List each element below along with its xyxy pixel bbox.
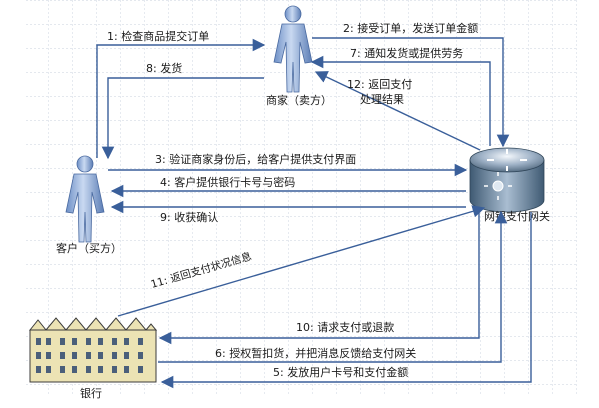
gateway-label: 网银支付网关 bbox=[484, 209, 550, 223]
edge-12-label: 12: 返回支付 bbox=[347, 78, 412, 91]
edge-2-label: 2: 接受订单，发送订单金额 bbox=[343, 21, 478, 35]
bank-label: 银行 bbox=[80, 386, 102, 400]
gateway-router-icon bbox=[469, 147, 545, 213]
edge-5-arrow bbox=[160, 212, 532, 389]
edge-10-label: 10: 请求支付或退款 bbox=[296, 320, 394, 334]
edge-11-arrow bbox=[117, 205, 486, 317]
merchant-person-icon bbox=[273, 5, 313, 93]
edge-6-arrow bbox=[158, 210, 508, 363]
customer-person-icon bbox=[65, 155, 105, 243]
edge-10-arrow bbox=[158, 212, 480, 345]
customer-label: 客户（买方） bbox=[56, 241, 122, 255]
edge-4-label: 4: 客户提供银行卡号与密码 bbox=[160, 175, 295, 189]
merchant-label: 商家（卖方） bbox=[266, 93, 332, 107]
edge-5-label: 5: 发放用户卡号和支付金额 bbox=[273, 365, 408, 379]
bank-building-icon bbox=[28, 317, 158, 383]
edge-6-label: 6: 授权暂扣货，并把消息反馈给支付网关 bbox=[215, 346, 416, 360]
edge-2-arrow bbox=[312, 37, 510, 148]
edge-3-label: 3: 验证商家身份后，给客户提供支付界面 bbox=[155, 152, 356, 166]
edge-12-arrow bbox=[314, 71, 481, 151]
edge-7-arrow bbox=[310, 55, 491, 146]
edge-9-label: 9: 收获确认 bbox=[160, 210, 218, 224]
edge-8-arrow bbox=[101, 77, 264, 160]
edge-12-label-line2: 处理结果 bbox=[360, 93, 404, 106]
edge-1-arrow bbox=[96, 38, 266, 158]
edge-1-label: 1: 检查商品提交订单 bbox=[107, 29, 209, 43]
edge-7-label: 7: 通知发货或提供劳务 bbox=[350, 46, 463, 60]
edge-8-label: 8: 发货 bbox=[146, 61, 182, 75]
